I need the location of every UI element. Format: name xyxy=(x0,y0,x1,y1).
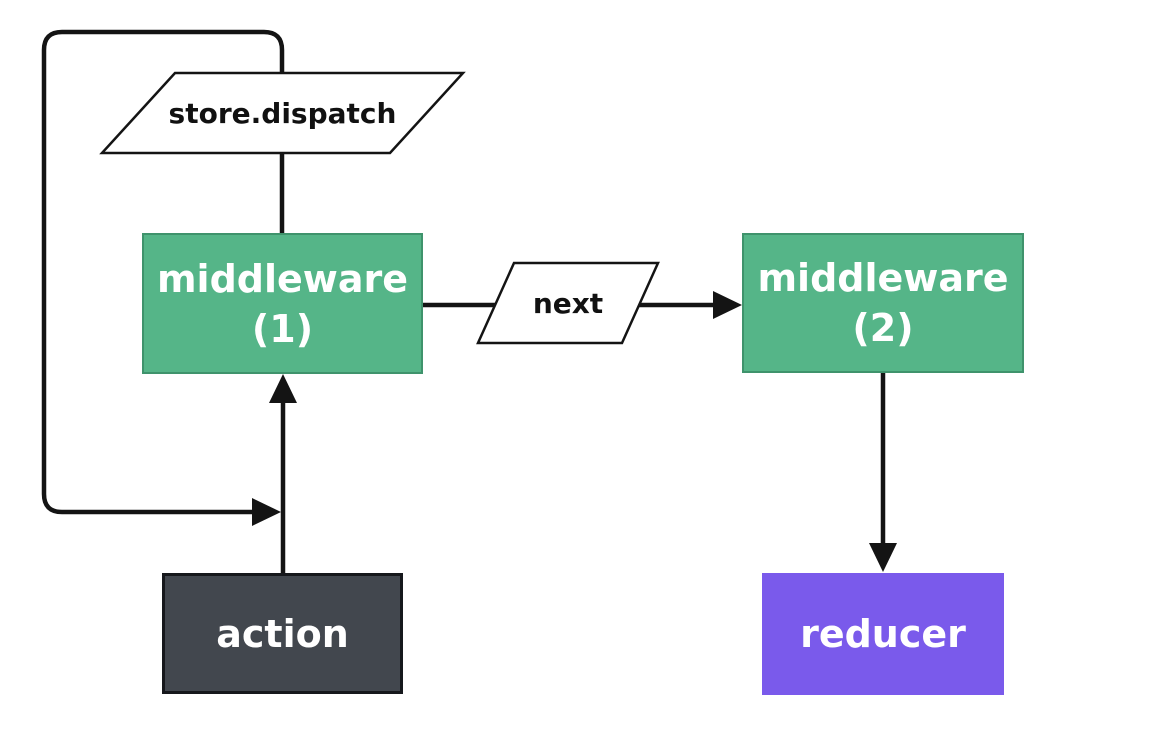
node-action-label: action xyxy=(216,611,349,656)
arrowhead-right-icon xyxy=(713,291,742,319)
node-middleware-1-label-line1: middleware xyxy=(156,256,409,301)
node-action: action xyxy=(162,573,403,694)
node-next-label: next xyxy=(532,286,604,320)
edge-dispatch-loop xyxy=(41,29,285,515)
node-middleware-2: middleware (2) xyxy=(742,233,1024,373)
node-middleware-1: middleware (1) xyxy=(142,233,423,374)
arrowhead-loop-right-icon xyxy=(252,498,281,526)
node-middleware-2-label-line2: (2) xyxy=(852,306,914,350)
node-middleware-2-label-line1: middleware xyxy=(757,256,1009,300)
arrowhead-up-icon xyxy=(269,374,297,403)
node-store-dispatch-shape xyxy=(99,71,466,155)
node-store-dispatch-label: store.dispatch xyxy=(168,96,397,130)
node-middleware-1-label-line2: (1) xyxy=(251,306,314,351)
node-reducer-label: reducer xyxy=(800,612,966,656)
node-next-shape xyxy=(476,261,660,345)
node-reducer: reducer xyxy=(762,573,1004,695)
arrowhead-down-icon xyxy=(869,543,897,572)
